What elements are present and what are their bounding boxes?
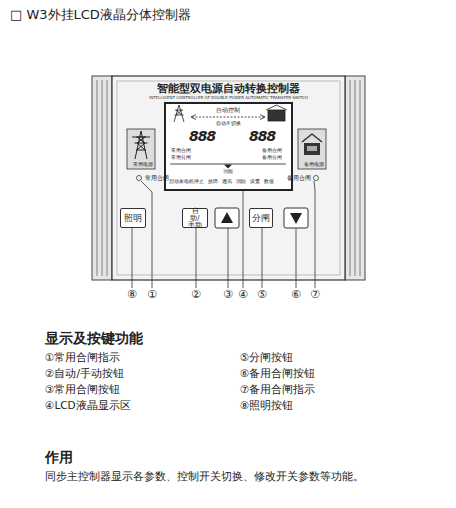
lcd-text: 常用分闸 (171, 155, 191, 161)
callout-number: ⑦ (310, 289, 320, 302)
indicator-label: 常用合闸 (145, 175, 169, 181)
section-heading: 显示及按键功能 (45, 330, 143, 346)
light-button: 照明 (120, 208, 146, 228)
callout-number: ② (191, 289, 201, 302)
title: □ W3外挂LCD液晶分体控制器 (10, 8, 191, 23)
lcd-text: 启动发电机停止 (169, 179, 204, 185)
callout-number: ① (147, 289, 157, 302)
indicator-label: 备用合闸 (287, 175, 311, 181)
section-heading: 作用 (45, 449, 73, 465)
lcd-text: 消防 (236, 179, 246, 185)
legend-item: ③常用合闸按钮 (45, 383, 120, 395)
node-label: 常用电源 (126, 162, 160, 168)
lcd-text: 常用合闸 (171, 148, 191, 154)
main-power-icon: 常用电源 (126, 128, 160, 170)
lcd-text: 自动不切换 (216, 121, 241, 127)
node-subtitle: INTELLIGENT CONTROLLER OF DOUBLE POWER A… (112, 96, 345, 101)
legend-item: ④LCD液晶显示区 (45, 399, 131, 411)
callout-number: ⑥ (291, 289, 301, 302)
lcd-text: 自动控制 (216, 107, 240, 113)
lcd-text: 设置 (250, 179, 260, 185)
lcd-text: 功能 (223, 169, 233, 175)
legend-item: ⑥备用合闸按钮 (240, 367, 315, 379)
node-label: 智能型双电源自动转换控制器 (112, 82, 345, 94)
callout-number: ⑧ (127, 289, 137, 302)
description-text: 同步主控制器显示各参数、控制开关切换、修改开关参数等功能。 (45, 470, 445, 482)
callout-number: ⑤ (257, 289, 267, 302)
node-label: 自动/手动 (187, 208, 203, 229)
lcd-text: 数值 (264, 179, 274, 185)
legend-item: ⑤分闸按钮 (240, 351, 293, 363)
node-label: 照明 (124, 213, 142, 223)
node-label: 分闸 (252, 213, 270, 223)
lcd-text: 备用合闸 (262, 148, 282, 154)
legend-item: ①常用合闸指示 (45, 351, 120, 363)
legend-item: ⑧照明按钮 (240, 399, 293, 411)
legend-item: ②自动/手动按钮 (45, 367, 124, 379)
lcd-text: 备用分闸 (262, 155, 282, 161)
auto-manual-button: 自动/手动 (182, 208, 208, 228)
open-button: 分闸 (249, 208, 273, 228)
callout-number: ④ (238, 289, 248, 302)
lcd-text: 故障 (208, 179, 218, 185)
lcd-digits: 888 (249, 128, 275, 144)
lcd-text: 通讯 (222, 179, 232, 185)
node-label: 备用电源 (297, 162, 331, 168)
callout-number: ③ (223, 289, 233, 302)
backup-power-icon: 备用电源 (297, 128, 331, 170)
legend-item: ⑦备用合闸指示 (240, 383, 315, 395)
lcd-digits: 888 (189, 128, 215, 144)
